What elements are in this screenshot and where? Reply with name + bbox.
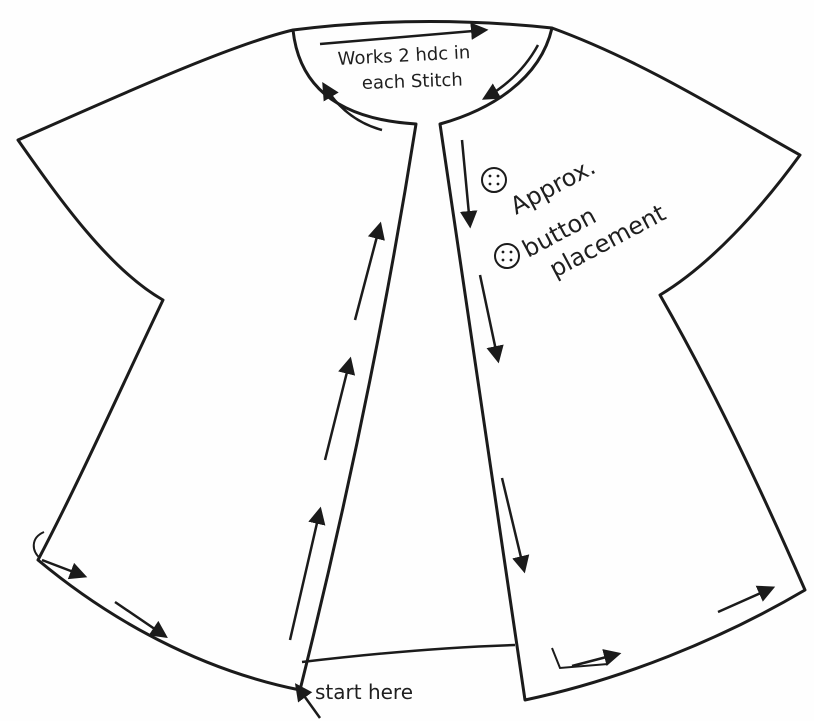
button-icon [482,168,506,192]
start-here-label: start here [315,680,413,704]
direction-arrows [42,30,772,718]
neckline-note-line2: each Stitch [361,69,463,94]
neckline-note-line1: Works 2 hdc in [337,42,471,70]
arrow-front-2 [480,275,498,360]
arrow-left-edge-3 [355,225,380,320]
button-markers [482,168,519,268]
right-panel-outline [440,28,805,700]
arrow-front-3 [502,478,524,570]
arrow-front-1 [462,140,470,225]
button-icon [495,244,519,268]
arrow-left-edge-2 [325,360,350,460]
left-panel-outline [18,30,416,690]
back-hem-line [302,645,515,662]
arrow-hem-right-2 [718,588,772,612]
neckline-curve [293,21,552,30]
